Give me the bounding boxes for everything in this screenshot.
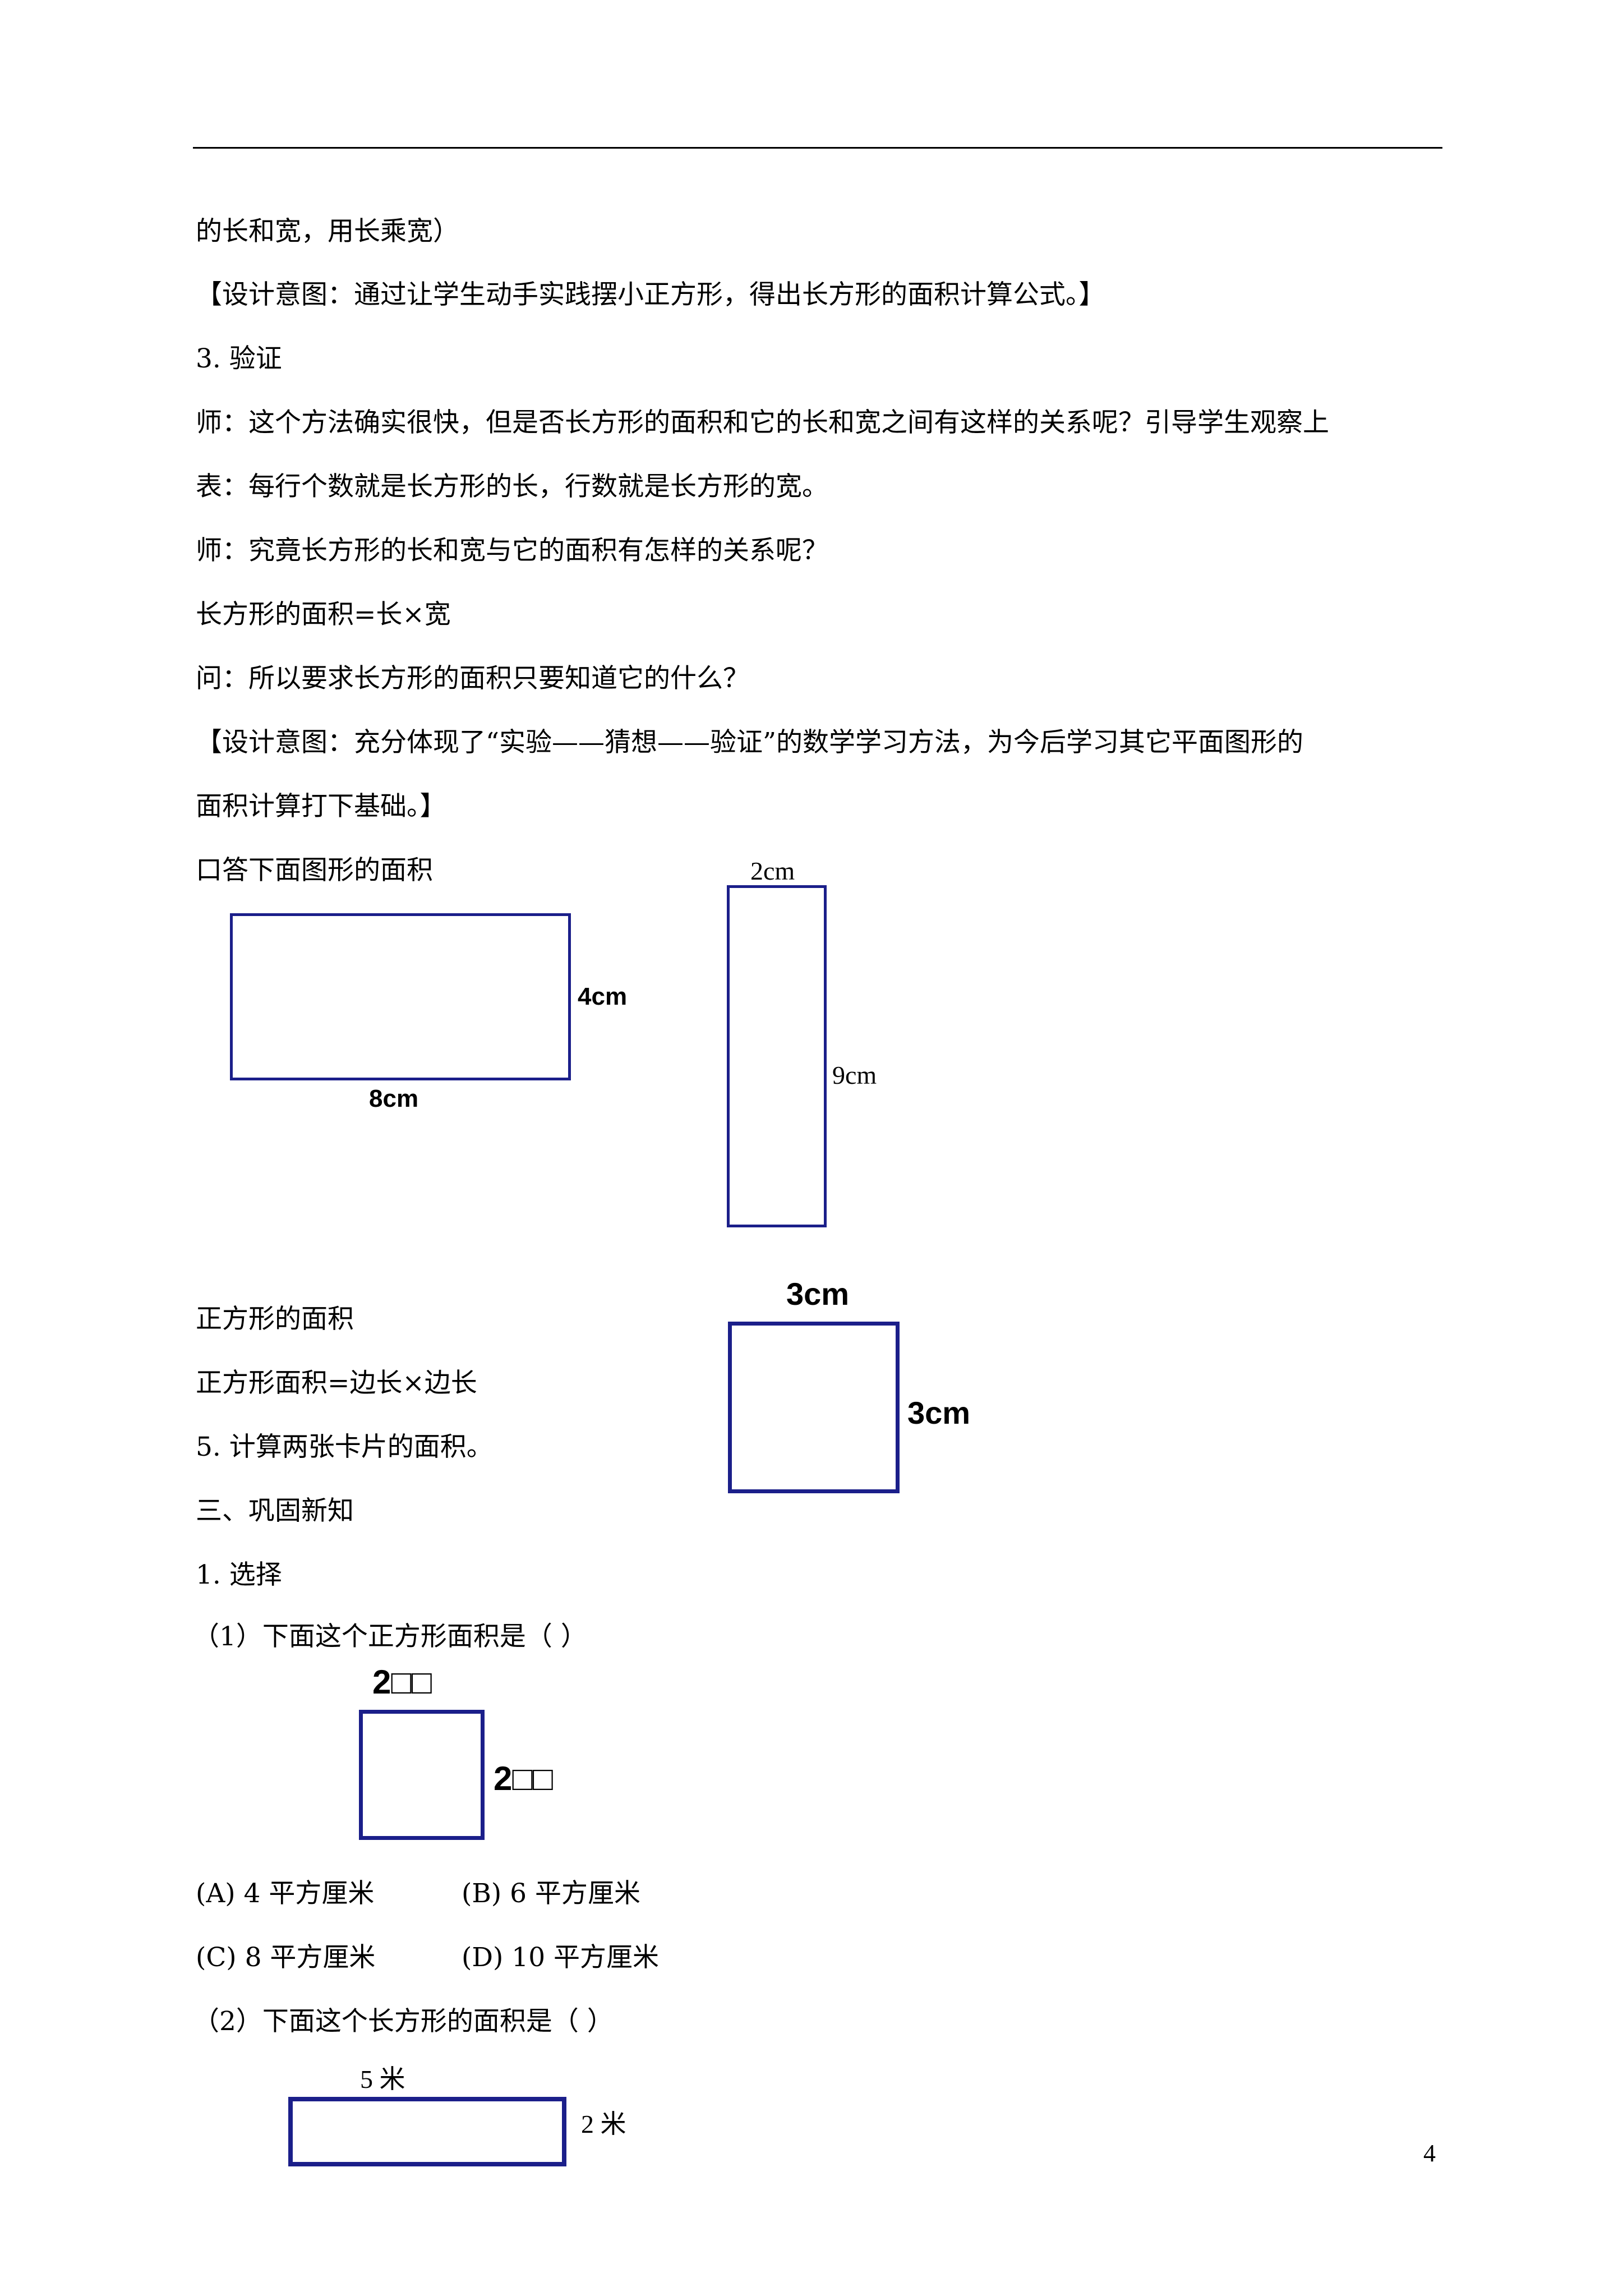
task-compute-cards: 5. 计算两张卡片的面积。 — [196, 1432, 493, 1462]
header-rule — [193, 147, 1442, 149]
rect3-side-label: 2 米 — [581, 2110, 626, 2138]
rect3-top-label: 5 米 — [360, 2065, 405, 2093]
square-2-figure — [359, 1710, 485, 1840]
design-intent-2-cont: 面积计算打下基础。】 — [196, 791, 446, 822]
square-3cm-figure — [728, 1322, 900, 1493]
rect1-width-label: 8cm — [369, 1085, 419, 1112]
square2-side-label: 2□□ — [494, 1760, 553, 1797]
rect1-height-label: 4cm — [578, 983, 628, 1010]
rect-area-formula: 长方形的面积=长×宽 — [196, 599, 451, 630]
section-verify: 3. 验证 — [196, 343, 282, 374]
square2-top-label: 2□□ — [372, 1663, 432, 1701]
teacher-question-1: 师：这个方法确实很快，但是否长方形的面积和它的长和宽之间有这样的关系呢？引导学生… — [196, 407, 1329, 438]
question-1: （1）下面这个正方形面积是（ ） — [193, 1621, 587, 1652]
question-line: 问：所以要求长方形的面积只要知道它的什么？ — [196, 663, 749, 694]
rect2-height-label: 9cm — [832, 1061, 877, 1089]
text-line-5: 表：每行个数就是长方形的长，行数就是长方形的宽。 — [196, 471, 828, 502]
section-consolidate: 三、巩固新知 — [196, 1496, 354, 1526]
square1-top-label: 3cm — [786, 1276, 850, 1312]
design-intent-2: 【设计意图：充分体现了“实验——猜想——验证”的数学学习方法，为今后学习其它平面… — [196, 727, 1304, 758]
option-d: (D) 10 平方厘米 — [462, 1942, 660, 1973]
oral-answer-prompt: 口答下面图形的面积 — [196, 855, 433, 886]
text-line-1: 的长和宽，用长乘宽） — [196, 216, 459, 247]
rectangle-8x4-figure — [230, 913, 571, 1080]
option-b: (B) 6 平方厘米 — [462, 1878, 640, 1909]
option-a: (A) 4 平方厘米 — [196, 1878, 375, 1909]
square1-side-label: 3cm — [907, 1395, 971, 1430]
question-2: （2）下面这个长方形的面积是（ ） — [193, 2006, 614, 2037]
teacher-question-2: 师：究竟长方形的长和宽与它的面积有怎样的关系呢？ — [196, 535, 828, 566]
square-area-heading: 正方形的面积 — [196, 1304, 354, 1335]
page-number: 4 — [1423, 2139, 1436, 2167]
rectangle-2x9-figure — [727, 885, 827, 1227]
section-choice: 1. 选择 — [196, 1559, 282, 1590]
rect2-width-label: 2cm — [750, 857, 795, 885]
design-intent-1: 【设计意图：通过让学生动手实践摆小正方形，得出长方形的面积计算公式。】 — [196, 279, 1105, 310]
square-area-formula: 正方形面积=边长×边长 — [196, 1368, 477, 1398]
option-c: (C) 8 平方厘米 — [196, 1942, 376, 1973]
rectangle-5x2-figure — [288, 2097, 566, 2166]
